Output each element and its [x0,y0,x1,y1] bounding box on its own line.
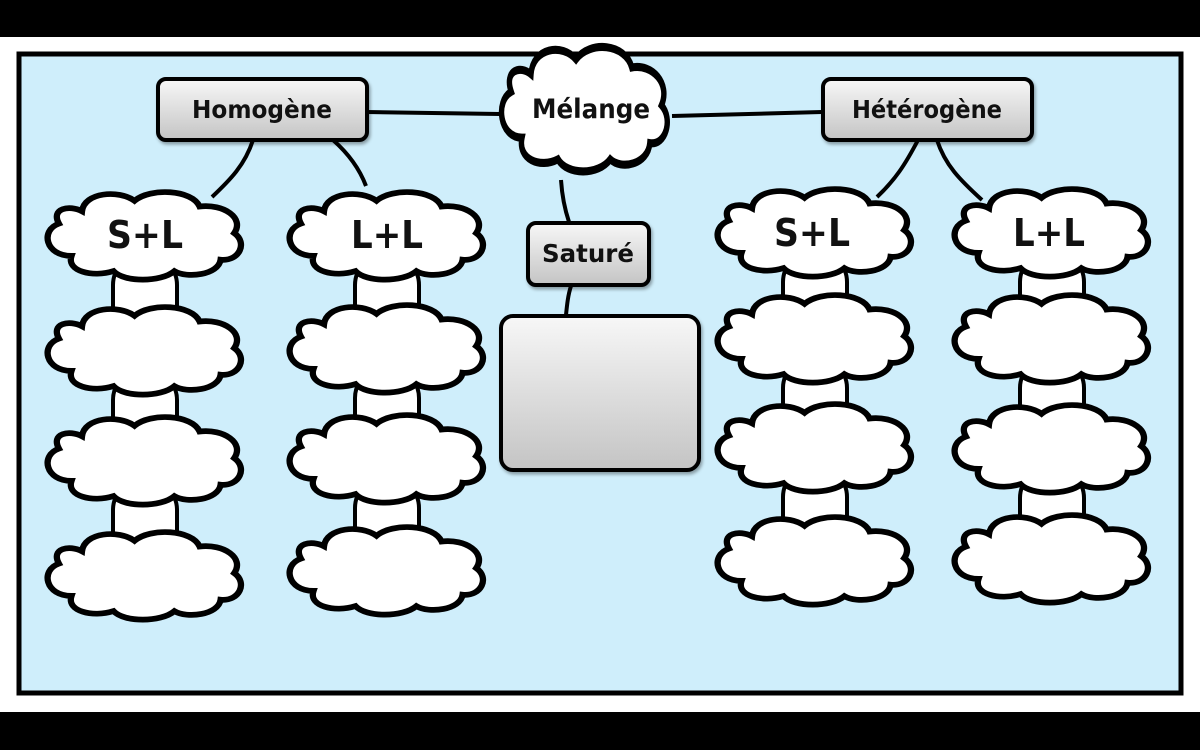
connector-heterogene-ll [935,139,984,202]
heterogene-box[interactable] [821,77,1034,142]
homogene-sl-label: S+L [107,213,183,257]
connector-melange-heterogene [671,110,823,118]
connector-melange-sature [559,179,571,223]
connector-sature-box [564,285,573,316]
connectors [210,110,984,316]
melange-label: Mélange [532,94,650,125]
connector-melange-homogene [365,110,501,116]
homogene-box[interactable] [156,77,369,142]
sature-node[interactable] [526,221,651,287]
sature-label: Saturé [542,239,634,268]
homogene-node[interactable] [156,77,369,142]
connector-homogene-sl [210,139,255,199]
connector-heterogene-sl [875,139,920,199]
heterogene-label: Hétérogène [852,95,1002,124]
top-letterbox-bar [0,0,1200,37]
sature-answer-box[interactable] [499,314,701,472]
homogene-ll-label: L+L [351,213,423,257]
connector-homogene-ll [331,138,368,187]
homogene-label: Homogène [192,95,332,124]
heterogene-node[interactable] [821,77,1034,142]
sature-box[interactable] [526,221,651,287]
bottom-letterbox-bar [0,712,1200,750]
heterogene-ll-label: L+L [1013,211,1085,255]
heterogene-sl-label: S+L [774,211,850,255]
